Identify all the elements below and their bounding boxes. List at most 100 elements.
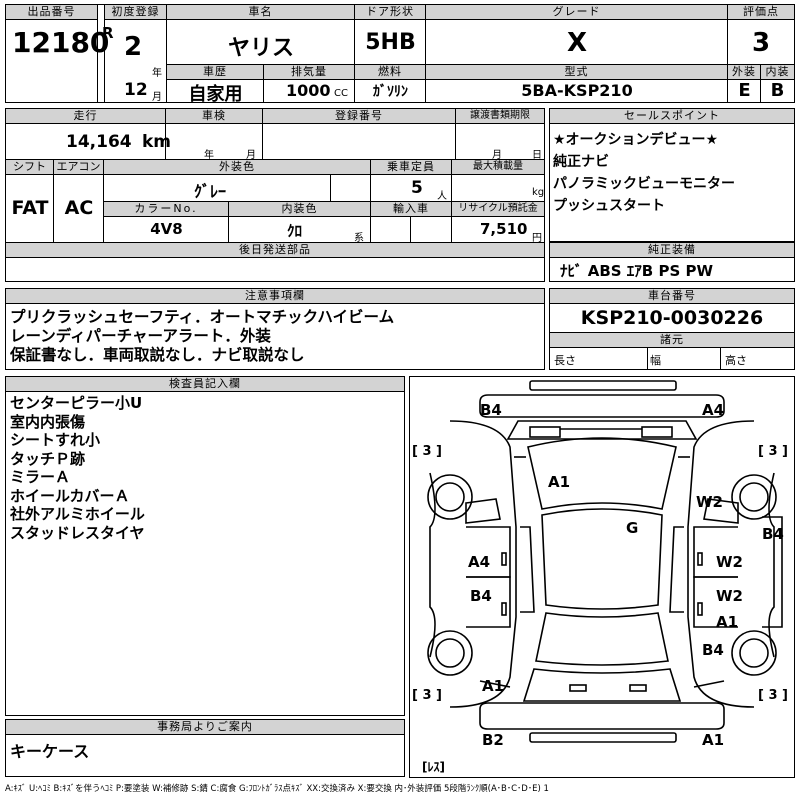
exterior-color-label: 外装色 (104, 160, 371, 175)
inspector-line: 社外アルミホイール (10, 505, 145, 523)
mark-a1-rear-left: A1 (482, 677, 504, 695)
equipment-box: 純正装備 ﾅﾋﾞ ABS ｴｱB PS PW (549, 242, 795, 282)
grade-label: グレード (426, 5, 728, 20)
transfer-deadline-label: 譲渡書類期限 (456, 109, 544, 124)
door-type: 5HB (365, 30, 416, 55)
lot-number: 12180 (12, 26, 110, 59)
history-label: 車歴 (167, 65, 264, 80)
sales-point: ★オークションデビュー★ (553, 132, 719, 148)
car-diagram: B4 A4 A1 W2 G B4 A4 W2 B4 W2 A1 B4 A1 B2… (409, 376, 795, 778)
car-name-label: 車名 (167, 5, 355, 20)
sales-points-label: セールスポイント (550, 109, 794, 124)
displacement-label: 排気量 (264, 65, 355, 80)
interior-color-label: 内装色 (229, 202, 371, 217)
door-type-label: ドア形状 (355, 5, 426, 20)
note-line: レーンディパーチャーアラート．外装 (10, 327, 271, 345)
recycle-fee-label: リサイクル預託金 (452, 202, 544, 217)
sales-point: パノラミックビューモニター (553, 176, 735, 192)
mark-a1-windshield: A1 (548, 473, 570, 491)
later-parts-label: 後日発送部品 (6, 243, 544, 258)
mark-g-glass: G (626, 519, 638, 537)
score-label: 評価点 (728, 5, 794, 20)
shift: FAT (11, 197, 49, 219)
interior-color: ｸﾛ (287, 222, 303, 240)
displacement: 1000 (286, 81, 331, 100)
height-label: 高さ (725, 354, 747, 367)
import-car-label: 輸入車 (371, 202, 452, 217)
length-label: 長さ (554, 354, 576, 367)
fuel-label: 燃料 (355, 65, 426, 80)
tire-rear-right: [ 3 ] (758, 688, 788, 703)
history: 自家用 (188, 84, 243, 105)
sales-points-list: ★オークションデビュー★ 純正ナビ パノラミックビューモニター プッシュスタート (553, 129, 735, 217)
chassis-label: 車台番号 (550, 289, 794, 304)
details-table: 走行 14,164 km 車検 年 月 登録番号 譲渡書類期限 月 日 シフト … (5, 108, 545, 282)
mark-a1-rear-bumper: A1 (702, 731, 724, 749)
exterior-color: ｸﾞﾚｰ (194, 182, 227, 201)
mark-b4-right-rear: B4 (702, 641, 724, 659)
color-number: 4V8 (150, 220, 183, 238)
mark-b4-left-rear-door: B4 (470, 587, 492, 605)
sales-point: プッシュスタート (553, 198, 665, 214)
chassis-number: KSP210-0030226 (580, 307, 764, 329)
tire-front-right: [ 3 ] (758, 444, 788, 459)
mark-w2-right-fender: W2 (696, 493, 723, 511)
inspector-line: 室内内張傷 (10, 412, 86, 431)
note-line: プリクラッシュセーフティ．オートマチックハイビーム (10, 308, 395, 326)
width-label: 幅 (650, 354, 661, 367)
notes-label: 注意事項欄 (6, 289, 544, 304)
note-line: 保証書なし．車両取説なし．ナビ取説なし (10, 346, 305, 364)
inspector-line: センターピラー小U (10, 394, 143, 412)
inspector-line: スタッドレスタイヤ (10, 523, 145, 542)
lot-number-label: 出品番号 (6, 5, 98, 20)
office-label: 事務局よりご案内 (6, 720, 404, 735)
notes-box: 注意事項欄 プリクラッシュセーフティ．オートマチックハイビーム レーンディパーチ… (5, 288, 545, 370)
specs-label: 諸元 (550, 333, 794, 348)
exterior-label: 外装 (728, 65, 761, 80)
inspector-label: 検査員記入欄 (6, 377, 404, 392)
first-registration-label: 初度登録 (105, 5, 167, 20)
registration-year: 2 (124, 32, 143, 62)
mark-b2-rear-bumper: B2 (482, 731, 504, 749)
header-info-table: 出品番号 12180 初度登録 R 2 年 12 月 車名 ヤリス ドア形状 5… (5, 4, 795, 105)
car-outline: B4 A4 A1 W2 G B4 A4 W2 B4 W2 A1 B4 A1 B2… (412, 380, 788, 774)
registration-number (263, 124, 456, 160)
registration-number-label: 登録番号 (263, 109, 456, 124)
mark-w2-right-door: W2 (716, 553, 743, 571)
exterior-grade: E (738, 80, 751, 101)
mileage: 14,164 (66, 132, 132, 152)
inspector-line: ミラーＡ (10, 468, 71, 486)
first-registration-cell: R 2 年 12 月 (98, 20, 167, 103)
mark-a4-front-right: A4 (702, 401, 724, 419)
mark-a4-left-door: A4 (468, 553, 490, 571)
model-label: 型式 (426, 65, 728, 80)
spare-tire: [ﾚｽ] (422, 760, 445, 774)
inspector-box: 検査員記入欄 センターピラー小U 室内内張傷 シートすれ小 タッチＰ跡 ミラーＡ… (5, 376, 405, 716)
sales-points-box: セールスポイント ★オークションデビュー★ 純正ナビ パノラミックビューモニター… (549, 108, 795, 242)
mark-b4-right-side: B4 (762, 525, 784, 543)
interior-grade: B (770, 80, 785, 101)
max-load-label: 最大積載量 (452, 160, 544, 175)
registration-month: 12 (124, 80, 148, 100)
color-number-label: カラーNo. (104, 202, 229, 217)
mark-w2-right-rear-door: W2 (716, 587, 743, 605)
lot-number-cell: 12180 (6, 20, 109, 102)
inspector-line: ホイールカバーＡ (10, 486, 130, 505)
inspector-list: センターピラー小U 室内内張傷 シートすれ小 タッチＰ跡 ミラーＡ ホイールカバ… (10, 394, 145, 542)
shift-label: シフト (6, 160, 54, 175)
sales-point: 純正ナビ (553, 154, 609, 170)
office-box: 事務局よりご案内 キーケース (5, 719, 405, 777)
car-name: ヤリス (227, 36, 294, 61)
inspector-line: シートすれ小 (10, 431, 101, 449)
inspector-line: タッチＰ跡 (10, 449, 86, 468)
chassis-box: 車台番号 KSP210-0030226 諸元 長さ 幅 高さ (549, 288, 795, 370)
inspection-label: 車検 (166, 109, 263, 124)
mileage-label: 走行 (6, 109, 166, 124)
mark-a1-right: A1 (716, 613, 738, 631)
tire-rear-left: [ 3 ] (412, 688, 442, 703)
tire-front-left: [ 3 ] (412, 444, 442, 459)
damage-legend: A:ｷｽﾞ U:ﾍｺﾐ B:ｷｽﾞを伴うﾍｺﾐ P:要塗装 W:補修跡 S:錆 … (5, 784, 549, 794)
notes-list: プリクラッシュセーフティ．オートマチックハイビーム レーンディパーチャーアラート… (10, 308, 394, 365)
ac-label: エアコン (54, 160, 104, 175)
era: R (102, 24, 114, 42)
